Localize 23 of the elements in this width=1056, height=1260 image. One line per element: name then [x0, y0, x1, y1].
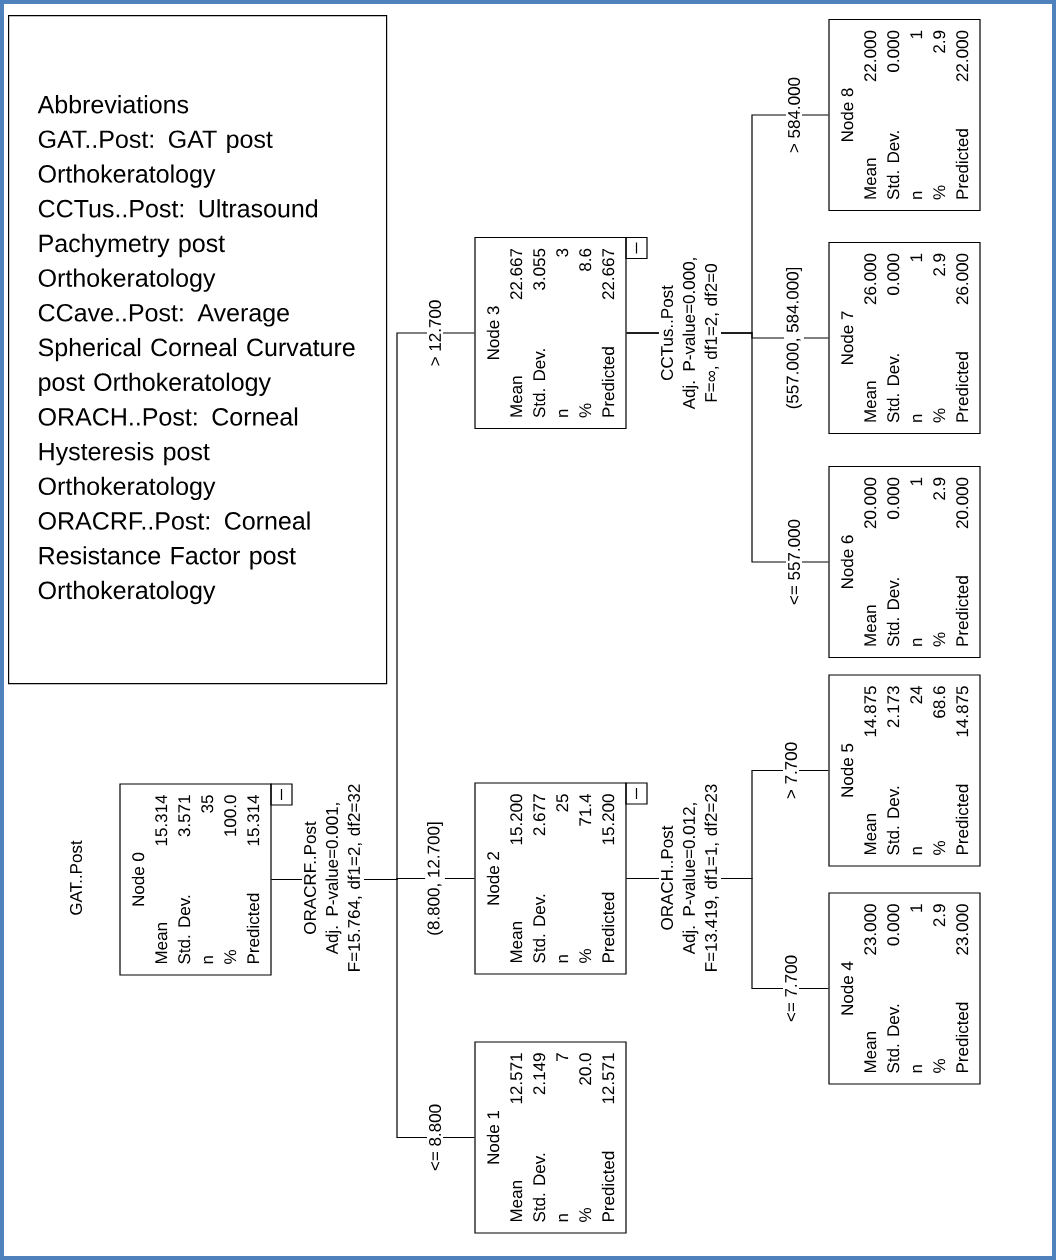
abbreviations-box: Abbreviations GAT..Post: GAT post Orthokeratology CCTus..Post: Ultrasound Pachymetry post Orthokeratology CCave..Post: Average Spherical Corneal Curvature post Orthokeratology ORACH..Post: Corneal Hysteresis post Orthokeratology ORACRF..Post: Corneal Resistance Factor post Orthokeratology [8, 15, 388, 685]
target-variable-label: GAT..Post [70, 840, 82, 915]
edge-label: > 12.700 [427, 297, 443, 369]
tree-node-box: Node 5 Mean 14.875 Std. Dev. 2.173 n 24 % 68.6 Predicted 14.875 [828, 674, 981, 867]
tree-node-box: Node 4 Mean 23.000 Std. Dev. 0.000 n 1 % 2.9 Predicted 23.000 [828, 892, 981, 1085]
tree-node-box: Node 6 Mean 20.000 Std. Dev. 0.000 n 1 % 2.9 Predicted 20.000 [828, 465, 981, 659]
edge-label: > 7.700 [783, 739, 799, 802]
split-criterion-text: ORACH..Post Adj. P-value=0.012, F=13.419, df1=1, df2=23 [659, 745, 722, 1011]
tree-node-box: Node 2 Mean 15.200 Std. Dev. 2.677 n 25 % 71.4 Predicted 15.200 [474, 782, 627, 975]
split-criterion-text: CCTus..Post Adj. P-value=0.000, F=∞, df1=2, df2=0 [659, 200, 722, 466]
edge-label: <= 557.000 [786, 517, 802, 607]
tree-node-box: Node 1 Mean 12.571 Std. Dev. 2.149 n 7 % 20.0 Predicted 12.571 [474, 1041, 627, 1234]
edge-label: <= 8.800 [427, 1101, 443, 1174]
tree-node-box: Node 3 Mean 22.667 Std. Dev. 3.055 n 3 % 8.6 Predicted 22.667 [474, 236, 627, 430]
split-criterion-text: ORACRF..Post Adj. P-value=0.001, F=15.764, df1=2, df2=32 [302, 745, 364, 1011]
edge-label: > 584.000 [786, 74, 802, 156]
tree-node-box: Node 7 Mean 26.000 Std. Dev. 0.000 n 1 % 2.9 Predicted 26.000 [828, 241, 981, 435]
tree-node-box: Node 8 Mean 22.000 Std. Dev. 0.000 n 1 % 2.9 Predicted 22.000 [828, 18, 981, 212]
edge-label: (8.800, 12.700] [425, 819, 445, 938]
edge-label: <= 7.700 [783, 952, 799, 1025]
edge-label: (557.000, 584.000] [784, 264, 804, 412]
tree-node-box: Node 0 Mean 15.314 Std. Dev. 3.571 n 35 % 100.0 Predicted 15.314 [119, 783, 272, 976]
connector [271, 332, 475, 881]
